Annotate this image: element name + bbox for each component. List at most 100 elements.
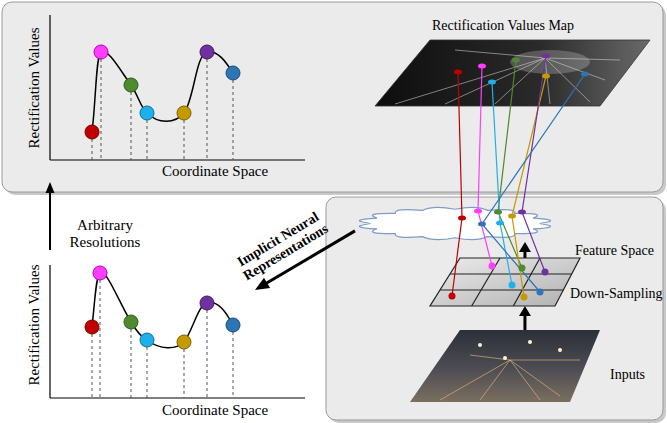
map-image <box>375 40 650 106</box>
road-streak <box>470 355 510 360</box>
map-streak <box>545 58 590 102</box>
arrow-shaft <box>49 191 51 250</box>
edge-label: Implicit Neural Representations <box>219 200 345 292</box>
map-streak <box>395 58 545 104</box>
sample-dot <box>226 66 240 80</box>
grid-line <box>472 258 500 306</box>
drop-line <box>131 92 132 160</box>
drop-line <box>92 334 93 398</box>
map-point <box>488 80 496 85</box>
input-photo <box>410 330 600 402</box>
feature-point <box>518 210 526 215</box>
flow-arrow <box>519 306 531 330</box>
drop-line <box>100 280 101 398</box>
street-lamp <box>503 356 507 360</box>
sample-dot <box>177 106 191 120</box>
feature-point <box>458 216 466 221</box>
street-lamp <box>528 340 532 344</box>
input-image: Inputs <box>410 330 600 402</box>
road-streak <box>440 360 510 400</box>
sample-dot <box>200 296 214 310</box>
sample-dot <box>140 106 154 120</box>
text-holder: Implicit Neural Representations <box>219 200 345 292</box>
text-holder: Coordinate Space <box>162 402 268 419</box>
sample-dot <box>140 333 154 347</box>
arrow-shaft <box>523 314 526 330</box>
drop-line <box>233 80 234 160</box>
drop-line <box>207 59 208 160</box>
map-point <box>454 70 462 75</box>
sample-dot <box>124 315 138 329</box>
x-axis <box>50 159 305 160</box>
feature-point <box>478 222 486 227</box>
map-streak <box>445 58 545 104</box>
drop-line <box>131 329 132 398</box>
axis-label: Coordinate Space <box>162 163 268 180</box>
sample-dot <box>226 318 240 332</box>
correspondence-line <box>498 60 522 268</box>
grid-line <box>450 273 572 274</box>
correspondence-line <box>512 76 546 297</box>
map-point <box>581 72 589 77</box>
text-holder: Coordinate Space <box>162 163 268 180</box>
text-holder: Inputs <box>610 367 645 383</box>
stage-label: Down-Sampling <box>570 286 663 302</box>
map-title: Rectification Values Map <box>432 18 574 34</box>
road-streak <box>510 360 540 400</box>
text-holder: Feature Space <box>575 243 654 259</box>
drop-line <box>184 349 185 398</box>
axis-label: Rectification Values <box>26 28 43 149</box>
correspondence-line <box>478 66 492 266</box>
top-panel <box>2 2 663 192</box>
text-holder: Down-Sampling <box>570 286 663 302</box>
text-holder: Rectification Values <box>26 28 43 149</box>
function-curve <box>92 272 233 347</box>
flow-arrow <box>46 182 55 250</box>
grid-line <box>440 289 563 290</box>
street-lamp <box>558 348 562 352</box>
node-outline <box>375 40 650 106</box>
stage-label: Feature Space <box>575 243 654 259</box>
correspondence-line <box>492 82 512 285</box>
arrow-head <box>519 242 531 252</box>
map-point <box>542 54 550 59</box>
drop-line <box>207 310 208 398</box>
feature-point <box>496 221 504 226</box>
drop-line <box>184 120 185 160</box>
grid-point <box>509 282 516 289</box>
sample-dot <box>94 45 108 59</box>
arrow-head <box>46 182 55 193</box>
map-point <box>512 58 520 63</box>
feature-point <box>474 209 482 214</box>
sample-dot <box>200 45 214 59</box>
map-streak <box>455 50 545 58</box>
text-holder: Rectification Values <box>26 265 43 386</box>
arrow-head <box>255 278 270 290</box>
grid-point <box>542 269 549 276</box>
function-chart: Rectification ValuesCoordinate Space <box>20 12 255 182</box>
drop-line <box>92 139 93 160</box>
road-streak <box>510 360 580 361</box>
grid-point <box>521 294 528 301</box>
map-streak <box>495 58 545 104</box>
flow-arrow <box>519 242 531 258</box>
x-axis <box>50 397 305 398</box>
feature-point <box>508 214 516 219</box>
sample-dot <box>177 335 191 349</box>
drop-line <box>233 332 234 398</box>
y-axis <box>49 15 50 160</box>
grid-point <box>489 263 496 270</box>
sample-dot <box>85 320 99 334</box>
sample-dot <box>124 78 138 92</box>
drop-line <box>147 120 148 160</box>
sample-dot <box>93 266 107 280</box>
drop-line <box>101 59 102 160</box>
map-streak <box>545 58 620 60</box>
feature-cloud <box>359 207 550 239</box>
map-streak <box>545 58 605 80</box>
road-streak <box>510 360 560 396</box>
arrow-head <box>519 306 531 316</box>
map-streak <box>545 58 550 104</box>
